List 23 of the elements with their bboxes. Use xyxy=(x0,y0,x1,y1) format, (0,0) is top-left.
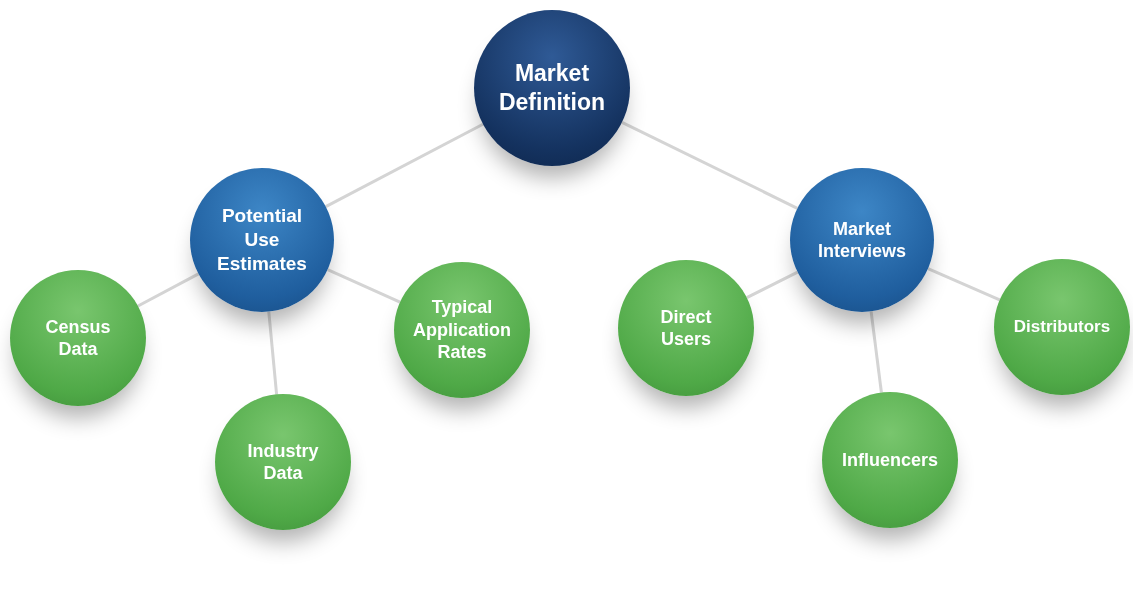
node-label: Potential Use Estimates xyxy=(216,204,308,276)
connector-line xyxy=(869,311,883,393)
node-label: Distributors xyxy=(1012,316,1112,338)
bubble-node xyxy=(994,259,1130,395)
connector-line xyxy=(267,311,279,395)
connector-line xyxy=(327,268,401,304)
node-label: Typical Application Rates xyxy=(412,296,512,364)
connector-line xyxy=(927,267,1001,302)
node-label: Market Interviews xyxy=(816,217,907,263)
node-label: Industry Data xyxy=(246,439,320,485)
bubble-node xyxy=(394,262,530,398)
node-label: Census Data xyxy=(44,315,112,361)
bubble-node xyxy=(822,392,958,528)
bubble-node xyxy=(618,260,754,396)
connector-line xyxy=(621,121,798,210)
bubble-node xyxy=(215,394,351,530)
connector-line xyxy=(137,272,200,308)
node-label: Market Definition xyxy=(497,59,606,117)
node-label: Direct Users xyxy=(659,305,713,351)
connector-line xyxy=(746,270,799,299)
connector-line xyxy=(325,122,484,208)
node-label: Influencers xyxy=(841,448,939,472)
bubble-node xyxy=(10,270,146,406)
